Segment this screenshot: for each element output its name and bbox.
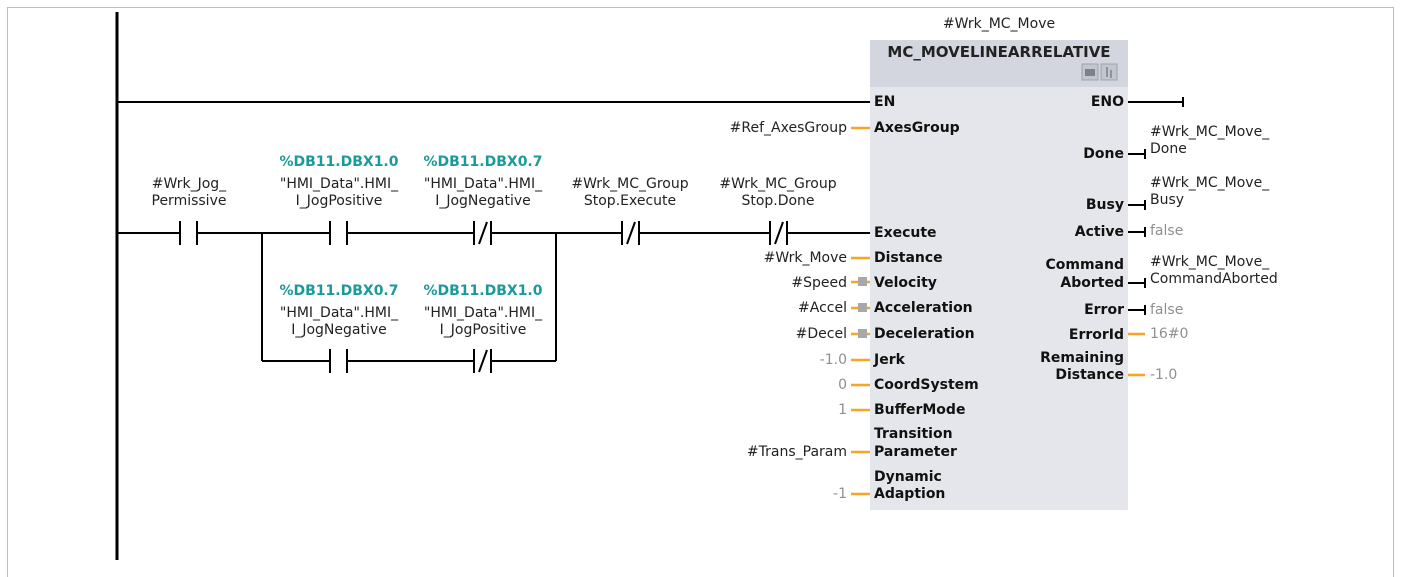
contact-jogpos1-label-2[interactable]: I_JogPositive	[295, 193, 383, 209]
contact-jogpos2-address[interactable]: %DB11.DBX1.0	[423, 283, 543, 299]
param-transition-parameter[interactable]: #Trans_Param	[746, 444, 847, 460]
param-active[interactable]: false	[1150, 223, 1184, 239]
contact-jogneg1-label-2[interactable]: I_JogNegative	[435, 193, 531, 209]
block-view-icon	[1081, 63, 1099, 81]
contact-permissive-label-2[interactable]: Permissive	[151, 193, 227, 209]
contact-groupstop-exec-label-2[interactable]: Stop.Execute	[583, 193, 677, 209]
param-axesgroup[interactable]: #Ref_AxesGroup	[729, 120, 847, 136]
contact-jogneg1-address[interactable]: %DB11.DBX0.7	[423, 154, 543, 170]
param-command-aborted-2[interactable]: CommandAborted	[1150, 271, 1278, 287]
contact-jogneg1-label-1[interactable]: "HMI_Data".HMI_	[423, 176, 543, 192]
block-symbol-icon	[1100, 63, 1118, 81]
contact-jogpos1-label-1[interactable]: "HMI_Data".HMI_	[279, 176, 399, 192]
instance-name[interactable]: #Wrk_MC_Move	[942, 16, 1056, 32]
contact-groupstop-exec-label-1[interactable]: #Wrk_MC_Group	[571, 176, 689, 192]
network-frame	[7, 7, 1394, 577]
pin-active: Active	[1074, 224, 1124, 240]
pin-en: EN	[874, 94, 896, 110]
param-done-2[interactable]: Done	[1150, 141, 1187, 157]
pin-busy: Busy	[1085, 197, 1124, 213]
pin-jerk: Jerk	[874, 352, 905, 368]
pin-dynamic-adaption-1: Dynamic	[874, 469, 942, 485]
pin-deceleration: Deceleration	[874, 326, 975, 342]
pin-buffermode: BufferMode	[874, 402, 966, 418]
param-distance[interactable]: #Wrk_Move	[763, 250, 847, 266]
contact-jogneg2-label-2[interactable]: I_JogNegative	[291, 322, 387, 338]
param-coordsystem[interactable]: 0	[838, 377, 847, 393]
param-deceleration[interactable]: #Decel	[795, 326, 847, 342]
pin-command-aborted-1: Command	[1045, 257, 1124, 273]
contact-jogpos2-label-2[interactable]: I_JogPositive	[439, 322, 527, 338]
pin-velocity: Velocity	[874, 275, 937, 291]
pin-distance: Distance	[874, 250, 943, 266]
pin-errorid: ErrorId	[1068, 327, 1124, 343]
pin-axesgroup: AxesGroup	[874, 120, 960, 136]
param-command-aborted-1[interactable]: #Wrk_MC_Move_	[1150, 254, 1270, 270]
contact-jogneg2-label-1[interactable]: "HMI_Data".HMI_	[279, 305, 399, 321]
pin-acceleration: Acceleration	[874, 300, 973, 316]
param-velocity[interactable]: #Speed	[791, 275, 847, 291]
param-busy-1[interactable]: #Wrk_MC_Move_	[1150, 175, 1270, 191]
contact-permissive-label-1[interactable]: #Wrk_Jog_	[151, 176, 227, 192]
param-busy-2[interactable]: Busy	[1150, 192, 1185, 208]
pin-remaining-distance-2: Distance	[1055, 367, 1124, 383]
pin-error: Error	[1084, 302, 1124, 318]
param-done-1[interactable]: #Wrk_MC_Move_	[1150, 124, 1270, 140]
contact-jogpos1-address[interactable]: %DB11.DBX1.0	[279, 154, 399, 170]
function-block[interactable]	[870, 40, 1128, 510]
param-remaining-distance[interactable]: -1.0	[1150, 367, 1178, 383]
param-dynamic-adaption[interactable]: -1	[833, 486, 847, 502]
contact-jogneg2-address[interactable]: %DB11.DBX0.7	[279, 283, 399, 299]
pin-transition-parameter-2: Parameter	[874, 444, 957, 460]
pin-transition-parameter-1: Transition	[874, 426, 953, 442]
param-jerk[interactable]: -1.0	[819, 352, 847, 368]
pin-remaining-distance-1: Remaining	[1040, 350, 1124, 366]
pin-execute: Execute	[874, 225, 937, 241]
param-buffermode[interactable]: 1	[838, 402, 847, 418]
contact-groupstop-done-label-2[interactable]: Stop.Done	[741, 193, 815, 209]
pin-done: Done	[1083, 146, 1124, 162]
param-acceleration[interactable]: #Accel	[798, 300, 847, 316]
contact-jogpos2-label-1[interactable]: "HMI_Data".HMI_	[423, 305, 543, 321]
param-error[interactable]: false	[1150, 302, 1184, 318]
pin-coordsystem: CoordSystem	[874, 377, 979, 393]
block-type-name: MC_MOVELINEARRELATIVE	[887, 43, 1111, 61]
pin-command-aborted-2: Aborted	[1060, 275, 1124, 291]
pin-eno: ENO	[1090, 94, 1124, 110]
pin-dynamic-adaption-2: Adaption	[874, 486, 946, 502]
param-errorid[interactable]: 16#0	[1150, 326, 1189, 342]
contact-groupstop-done-label-1[interactable]: #Wrk_MC_Group	[719, 176, 837, 192]
